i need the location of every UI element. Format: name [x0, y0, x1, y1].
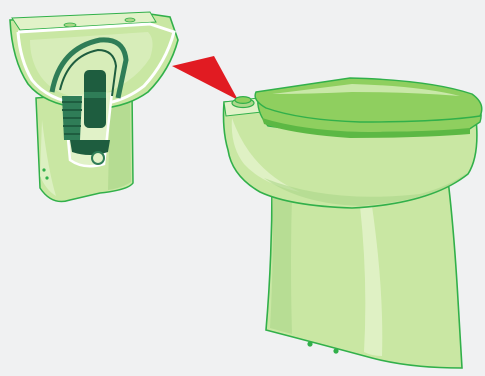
flush-button: [235, 97, 251, 104]
cutaway-screw-1: [42, 168, 45, 171]
macerator-drain-ring: [92, 152, 104, 164]
macerator-motor-band: [84, 92, 106, 98]
macerator-outlet: [70, 140, 110, 155]
base-screw-2: [333, 348, 338, 353]
toilet-pedestal-shade: [270, 190, 292, 334]
macerator-motor: [84, 70, 106, 128]
cutaway-screw-2: [45, 176, 48, 179]
cutaway-pedestal-shade: [108, 96, 131, 190]
cutaway-rim-hole-1: [64, 23, 76, 27]
base-screw-1: [307, 341, 312, 346]
cutaway-rim-hole-2: [125, 18, 135, 22]
